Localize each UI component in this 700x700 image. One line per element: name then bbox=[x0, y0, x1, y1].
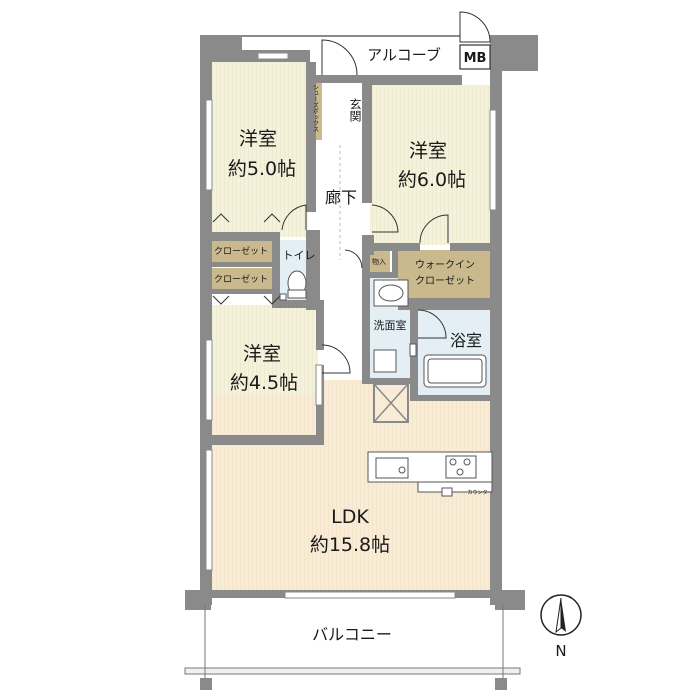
balcony-label: バルコニー bbox=[312, 625, 392, 644]
closet-1-label: クローゼット bbox=[214, 245, 268, 257]
bedroom-ne-floor bbox=[370, 85, 492, 245]
meter-box-label: MB bbox=[464, 51, 487, 66]
shoe-box-label: シューズボックス bbox=[312, 84, 319, 132]
room-name-ldk: LDK bbox=[331, 506, 369, 528]
closet-1-floor bbox=[210, 240, 272, 262]
bedroom-nw-floor bbox=[210, 62, 308, 237]
mono-ire-label: 物入 bbox=[372, 257, 386, 266]
room-name-bedroom-ne: 洋室 bbox=[409, 140, 447, 162]
sink-icon bbox=[375, 457, 409, 479]
room-name-bedroom-sw: 洋室 bbox=[243, 343, 281, 365]
room-name-bath: 浴室 bbox=[450, 331, 482, 350]
room-size-bedroom-sw: 約4.5帖 bbox=[230, 372, 298, 394]
alcove-label: アルコーブ bbox=[367, 46, 441, 64]
north-arrow-icon bbox=[540, 594, 582, 636]
room-size-bedroom-ne: 約6.0帖 bbox=[398, 169, 466, 191]
windows bbox=[205, 52, 497, 599]
north-label: N bbox=[555, 642, 566, 660]
room-size-bedroom-nw: 約5.0帖 bbox=[228, 158, 296, 180]
room-name-toilet: トイレ bbox=[283, 249, 316, 262]
room-name-corridor: 廊下 bbox=[325, 188, 357, 207]
mono-ire-floor bbox=[368, 250, 390, 272]
walk-in-closet-floor bbox=[398, 250, 492, 300]
closet-2-floor bbox=[210, 268, 272, 290]
room-name-bedroom-nw: 洋室 bbox=[239, 128, 277, 150]
entrance-label: 玄関 bbox=[348, 97, 362, 122]
meter-box bbox=[459, 44, 491, 70]
walk-in-label-2: クローゼット bbox=[415, 275, 475, 287]
walk-in-label-1: ウォークイン bbox=[415, 259, 475, 271]
entrance-floor bbox=[322, 85, 364, 145]
closet-2-label: クローゼット bbox=[214, 273, 268, 285]
room-name-entrance: 玄関 bbox=[348, 97, 362, 122]
room-size-ldk: 約15.8帖 bbox=[310, 534, 390, 556]
washing-machine-icon bbox=[373, 349, 397, 373]
balcony bbox=[184, 605, 521, 690]
room-name-washroom: 洗面室 bbox=[374, 318, 407, 332]
stove-icon bbox=[445, 455, 477, 479]
counter-label: カウンター bbox=[467, 489, 492, 496]
corridor-label: 廊下 bbox=[325, 188, 357, 207]
fixtures bbox=[279, 270, 493, 497]
duct-box bbox=[373, 383, 409, 423]
doors bbox=[212, 11, 491, 374]
